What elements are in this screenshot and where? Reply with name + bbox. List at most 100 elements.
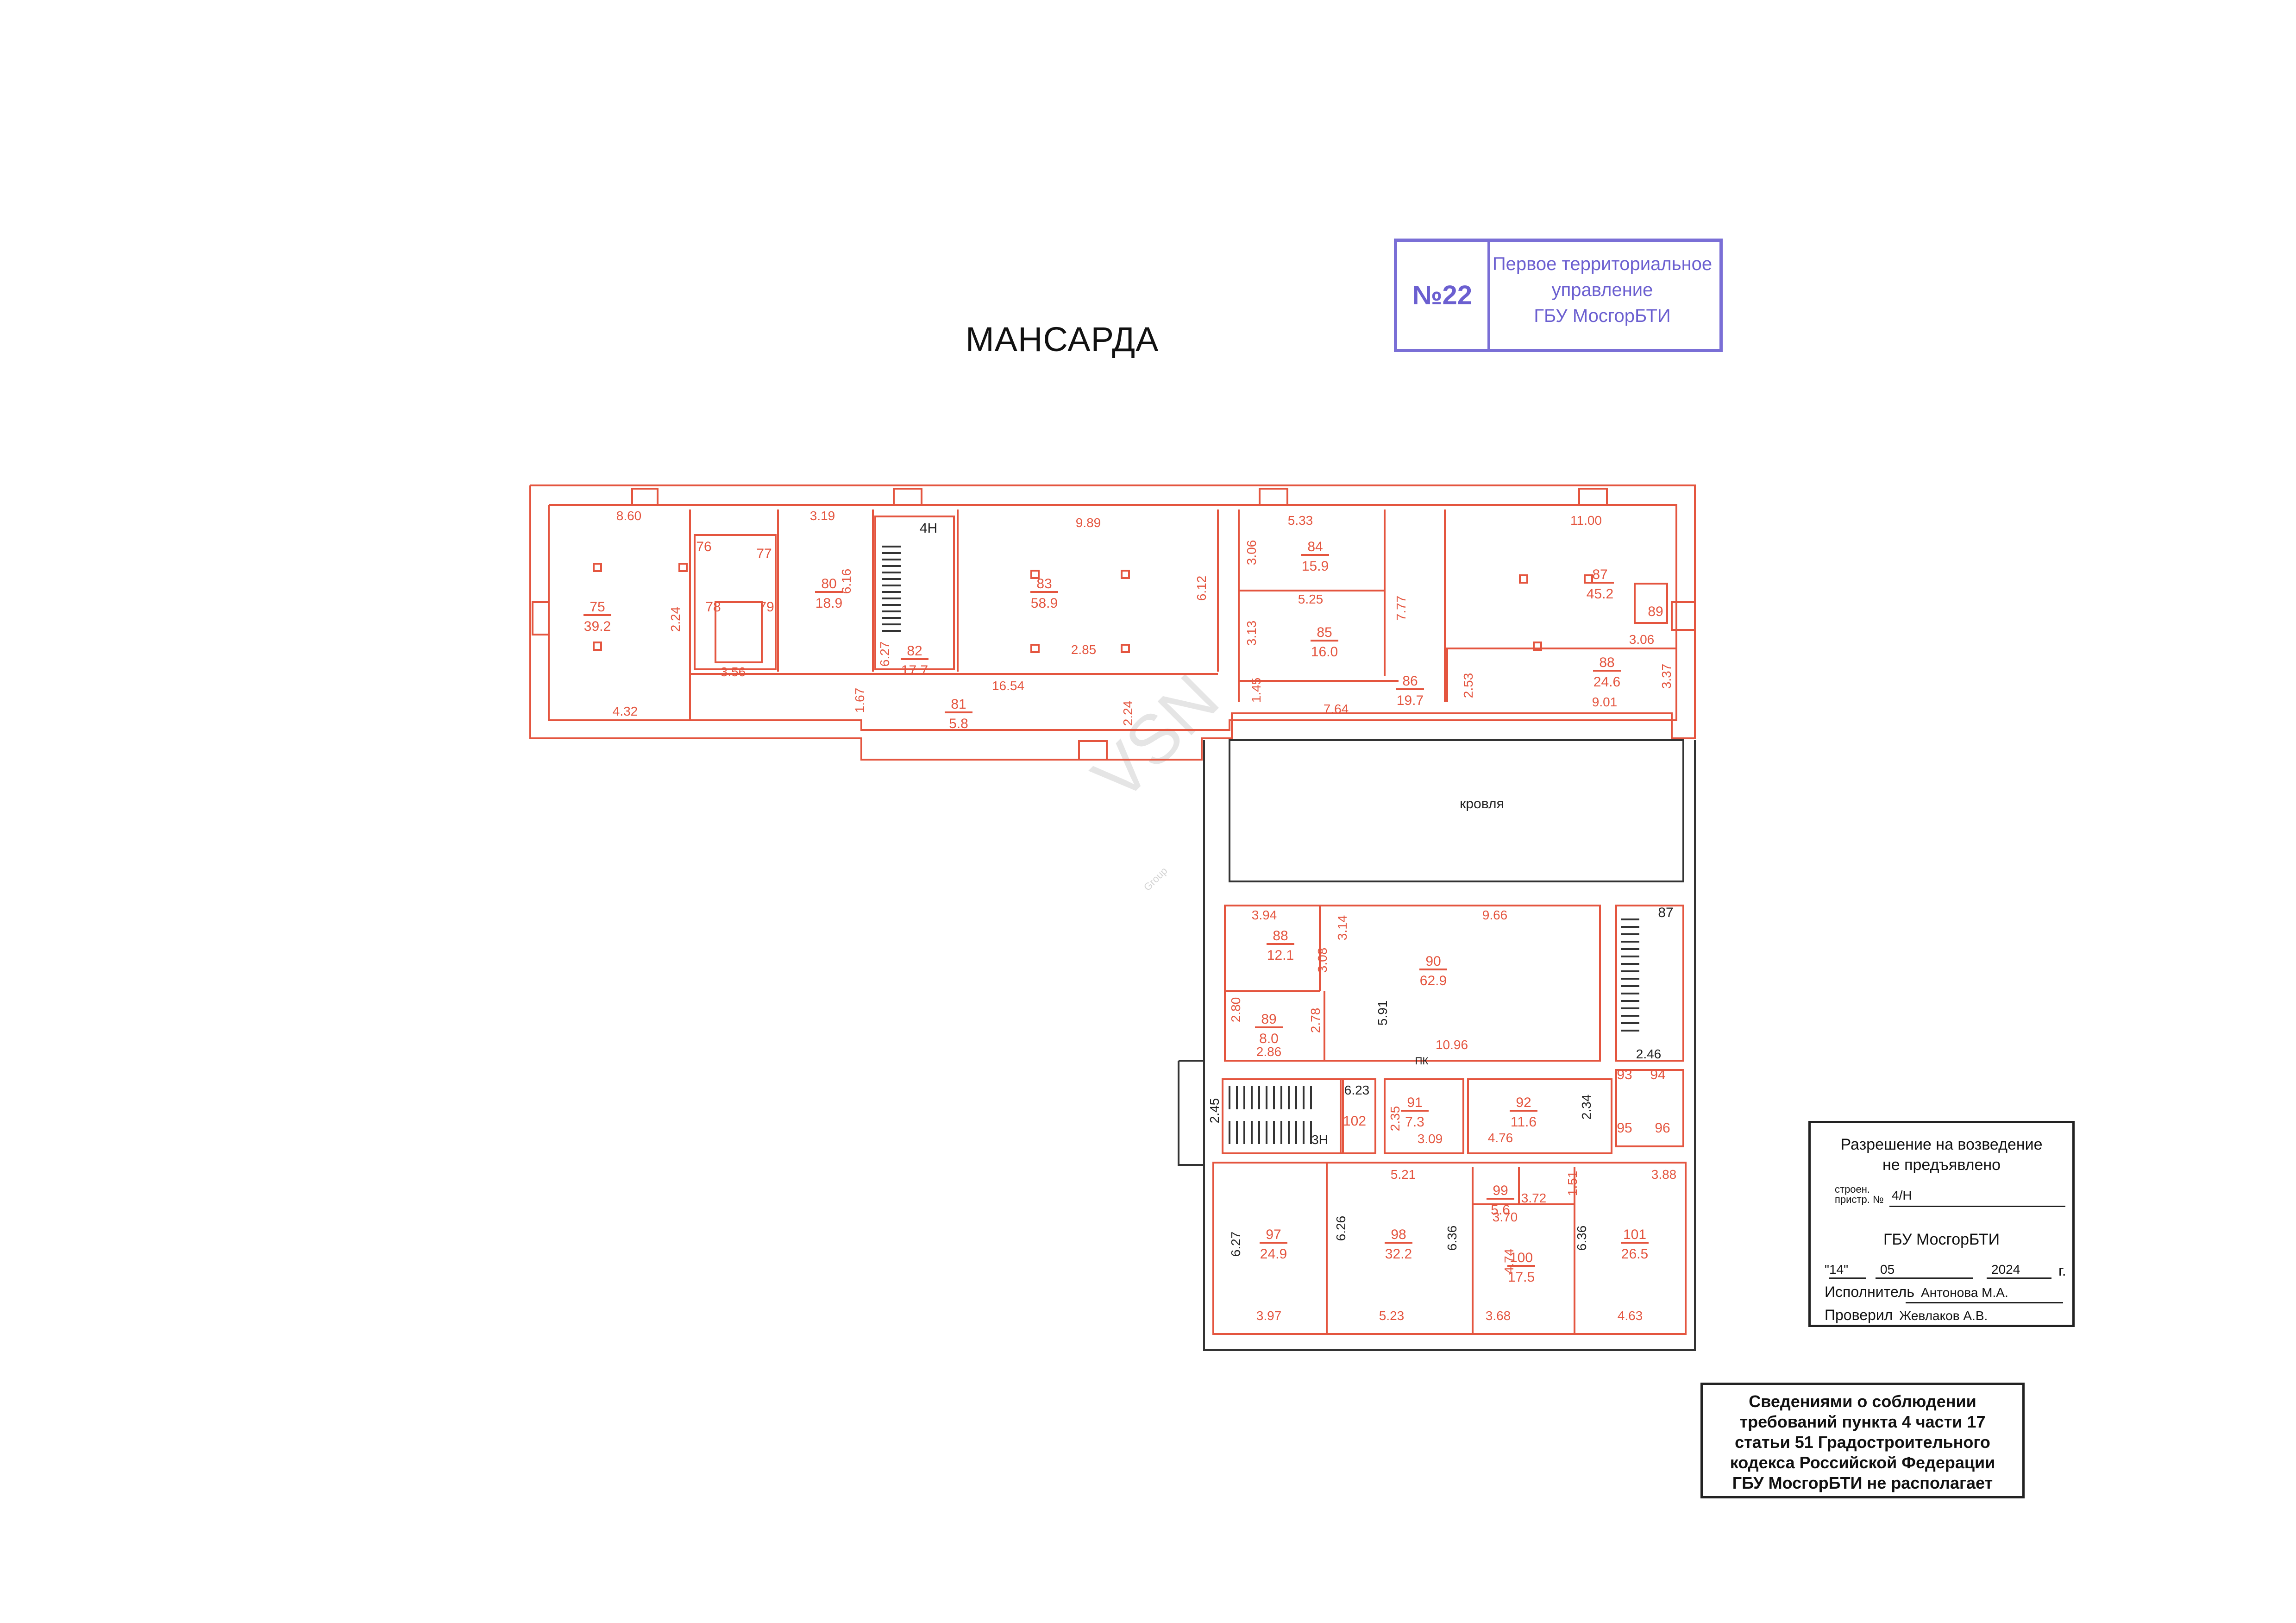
ceiling-marker (1030, 570, 1040, 579)
dimension-label: 3.06 (1629, 632, 1655, 647)
stamp-org-line: Первое территориальное (1492, 254, 1713, 274)
dimension-label: 5.91 (1375, 1000, 1390, 1026)
dimension-label: 3.09 (1418, 1132, 1443, 1146)
info-box: Сведениями о соблюдении требований пункт… (1700, 1383, 2025, 1498)
room-area: 15.9 (1302, 559, 1329, 574)
window (1078, 740, 1108, 761)
permission-box: Разрешение на возведение не предъявлено … (1808, 1121, 2075, 1327)
dimension-label: 6.27 (1229, 1232, 1243, 1257)
info-line: кодекса Российской Федерации (1730, 1453, 1995, 1472)
checker-underline (1892, 1325, 2063, 1327)
checker-name: Жевлаков А.В. (1899, 1308, 1988, 1323)
dimension-label: 9.66 (1482, 908, 1508, 922)
dimension-label: 1.45 (1249, 678, 1263, 703)
dimension-label: 2.35 (1388, 1106, 1402, 1132)
dimension-label: 3.56 (721, 665, 746, 679)
dimension-label: 6.26 (1334, 1216, 1348, 1241)
date-month: 05 (1880, 1262, 1895, 1277)
room-number: 91 (1407, 1095, 1422, 1110)
room-number: 80 (821, 576, 836, 591)
date-day: "14" (1825, 1262, 1849, 1277)
dimension-label: 4.76 (1488, 1131, 1513, 1145)
dimension-label: 5.23 (1379, 1308, 1405, 1323)
dimension-label: 7.77 (1394, 596, 1408, 621)
room-area: 11.6 (1511, 1114, 1537, 1130)
dimension-label: 3.94 (1252, 908, 1277, 922)
stroen-underline (1889, 1206, 2065, 1207)
date-year: 2024 (1991, 1262, 2020, 1277)
stair-label-top: 4Н (920, 521, 937, 536)
dimension-label: 3.68 (1486, 1308, 1511, 1323)
room-number: 99 (1493, 1183, 1508, 1198)
room-number: 87 (1658, 905, 1673, 920)
dimension-label: 1.51 (1565, 1171, 1580, 1196)
dimension-label: 6.23 (1344, 1083, 1370, 1097)
dimension-label: 11.00 (1570, 513, 1602, 528)
room-area: 12.1 (1267, 948, 1294, 963)
room-area: 17.5 (1508, 1270, 1535, 1285)
room-area: 24.6 (1593, 674, 1620, 690)
stroen-label: строен. пристр. № (1835, 1184, 1884, 1205)
room-number: 82 (907, 643, 922, 659)
ceiling-marker (1519, 574, 1528, 584)
dimension-label: 7.64 (1324, 702, 1349, 716)
ceiling-marker (678, 563, 688, 572)
dimension-label: 10.96 (1436, 1038, 1468, 1052)
info-line: Сведениями о соблюдении (1749, 1392, 1976, 1411)
room-number: 85 (1317, 625, 1332, 640)
room-number: 86 (1402, 673, 1418, 689)
ceiling-marker (593, 642, 602, 651)
stroen-label-1: строен. (1835, 1183, 1870, 1195)
room-number: 77 (756, 546, 772, 561)
room-number: 102 (1343, 1113, 1366, 1129)
executor-underline (1906, 1302, 2063, 1303)
ceiling-marker (593, 563, 602, 572)
dimension-label: 6.36 (1575, 1226, 1589, 1251)
dimension-label: 2.85 (1071, 642, 1097, 657)
info-line: ГБУ МосгорБТИ не располагает (1732, 1473, 1993, 1492)
lift-shaft (715, 601, 763, 663)
stair-label-bottom: 3Н (1311, 1132, 1328, 1147)
dimension-label: 3.08 (1315, 948, 1330, 973)
room-number: 92 (1516, 1095, 1531, 1110)
dimension-label: 2.24 (668, 607, 683, 632)
dimension-label: 2.45 (1207, 1098, 1222, 1124)
ceiling-marker (1533, 642, 1542, 651)
room-number: 88 (1599, 655, 1614, 670)
room-number: 100 (1510, 1250, 1533, 1265)
room-number: 81 (951, 697, 966, 712)
room-area: 26.5 (1621, 1246, 1648, 1262)
room-area: 8.0 (1259, 1031, 1279, 1046)
dimension-label: 16.54 (992, 679, 1024, 693)
dimension-label: 2.78 (1308, 1008, 1323, 1033)
room-number: 90 (1425, 954, 1441, 969)
dimension-label: 9.89 (1076, 516, 1101, 530)
room-area: 17.7 (901, 663, 928, 678)
date-underline (1876, 1277, 1973, 1279)
page-title: МАНСАРДА (966, 320, 1159, 359)
window (532, 601, 550, 635)
checker-label: Проверил (1825, 1307, 1893, 1323)
window (893, 488, 922, 506)
dimension-label: 4.74 (1502, 1249, 1516, 1274)
window (1259, 488, 1288, 506)
stair-cell (874, 516, 955, 670)
room-area: 16.0 (1311, 644, 1338, 660)
date-underline (1829, 1277, 1866, 1279)
dimension-label: 5.33 (1288, 513, 1313, 528)
service-93-96 (1615, 1069, 1684, 1147)
ceiling-marker (1121, 570, 1130, 579)
outer-wall-upper (529, 484, 1696, 761)
room-number: 75 (590, 599, 605, 615)
room-area: 18.9 (816, 596, 842, 611)
roof-label: кровля (1460, 796, 1504, 812)
date-underline (1987, 1277, 2051, 1279)
dimension-label: 4.63 (1618, 1308, 1643, 1323)
dimension-label: 3.19 (810, 509, 835, 523)
pk-label: ПК (1415, 1055, 1429, 1067)
room-area: 5.6 (1491, 1202, 1510, 1218)
room-number: 97 (1266, 1227, 1281, 1242)
dimension-label: 3.06 (1244, 540, 1259, 566)
room-area: 45.2 (1587, 586, 1613, 602)
